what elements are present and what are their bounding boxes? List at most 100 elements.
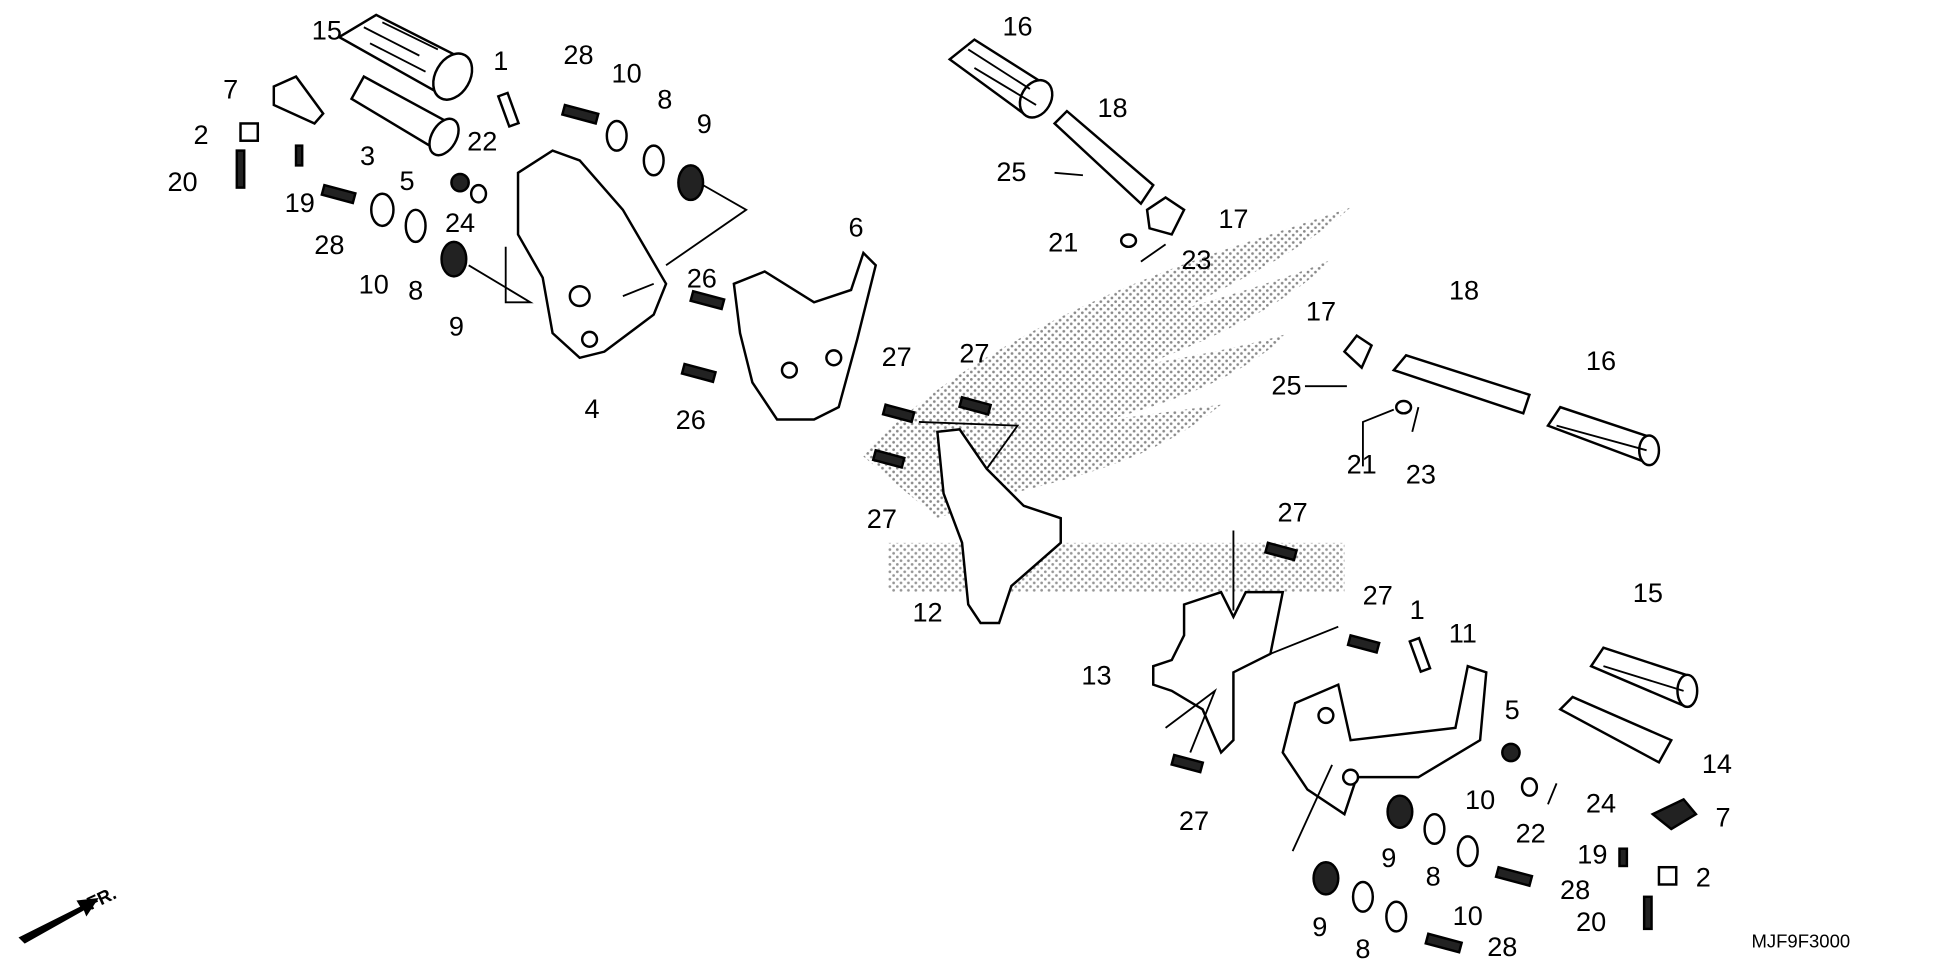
bolt-27-d (1263, 541, 1299, 562)
washer-8-left (404, 208, 427, 244)
step-holder-11 (1281, 664, 1488, 817)
footpeg-rubber-16-right (1546, 405, 1661, 467)
bolt-27-e (1346, 633, 1381, 655)
callout-7: 7 (223, 74, 238, 105)
callout-28: 28 (1487, 931, 1517, 962)
callout-3: 3 (360, 140, 375, 171)
footpeg-rubber-15-left (336, 13, 474, 101)
callout-27: 27 (882, 341, 912, 372)
callout-18: 18 (1097, 92, 1127, 123)
bolt-28-left-top (560, 103, 600, 125)
collar-2-right (1657, 865, 1678, 886)
callout-20: 20 (1576, 906, 1606, 937)
screw-19-left (294, 144, 304, 167)
callout-6: 6 (848, 212, 863, 243)
washer-8-b (1351, 880, 1375, 913)
left-footpeg-assembly (235, 13, 878, 421)
callout-27: 27 (1363, 579, 1393, 610)
collar-10-left-top (605, 119, 628, 152)
washer-21-right (1394, 399, 1413, 415)
callout-10: 10 (359, 268, 389, 299)
callout-12: 12 (912, 597, 942, 628)
callout-9: 9 (697, 108, 712, 139)
callout-23: 23 (1181, 244, 1211, 275)
callout-1: 1 (1410, 594, 1425, 625)
callout-7: 7 (1716, 801, 1731, 832)
screw-19-right (1618, 847, 1629, 868)
callout-26: 26 (676, 404, 706, 435)
callout-9: 9 (1381, 842, 1396, 873)
spring-5-right (1501, 742, 1521, 763)
washer-8-left-top (642, 144, 665, 177)
callout-23: 23 (1406, 458, 1436, 489)
callout-24: 24 (1586, 788, 1616, 819)
bolt-20-right (1642, 895, 1653, 931)
callout-25: 25 (1271, 370, 1301, 401)
callout-8: 8 (1426, 860, 1441, 891)
bolt-27-f (1170, 753, 1205, 774)
bolt-28-b (1424, 932, 1464, 954)
right-footpeg-assembly (1152, 530, 1699, 954)
callout-25: 25 (996, 156, 1026, 187)
callout-13: 13 (1081, 659, 1111, 690)
callout-21: 21 (1048, 227, 1078, 258)
callout-19: 19 (1577, 838, 1607, 869)
callout-22: 22 (1516, 817, 1546, 848)
callout-18: 18 (1449, 275, 1479, 306)
callout-17: 17 (1306, 296, 1336, 327)
callout-24: 24 (445, 207, 475, 238)
callout-2: 2 (1696, 862, 1711, 893)
callout-14: 14 (1702, 748, 1732, 779)
pad-17-right (1342, 333, 1374, 370)
callout-5: 5 (1505, 694, 1520, 725)
bracket-13 (1152, 590, 1285, 755)
pin-1-left (496, 91, 521, 129)
callout-11: 11 (1449, 617, 1477, 648)
bolt-27-a (881, 403, 916, 424)
callout-26: 26 (687, 262, 717, 293)
washer-21-top (1119, 233, 1138, 249)
callout-28: 28 (1560, 874, 1590, 905)
front-direction-label: FR. (83, 882, 119, 914)
washer-22-right (1520, 777, 1539, 797)
spring-5-left (450, 172, 470, 193)
collar-10-b (1385, 900, 1408, 933)
bushing-9-a (1386, 794, 1414, 829)
collar-10-a (1456, 835, 1479, 868)
callout-8: 8 (1355, 933, 1370, 964)
callout-1: 1 (493, 45, 508, 76)
bushing-9-left-top (677, 164, 705, 202)
callout-27: 27 (867, 503, 897, 534)
bolt-20-left (235, 149, 246, 189)
callout-10: 10 (611, 58, 641, 89)
bolt-27-c (871, 448, 906, 470)
callout-19: 19 (285, 187, 315, 218)
callout-15: 15 (312, 14, 342, 45)
bolt-28-a (1494, 865, 1534, 888)
callout-2: 2 (194, 119, 209, 150)
step-holder-4 (516, 149, 668, 360)
bolt-28-left (320, 183, 357, 205)
callout-17: 17 (1218, 203, 1248, 234)
callout-8: 8 (657, 83, 672, 114)
callout-27: 27 (1278, 497, 1308, 528)
callout-20: 20 (167, 166, 197, 197)
catalog-code: MJF9F3000 (1751, 930, 1850, 951)
callout-28: 28 (314, 229, 344, 260)
bolt-26-bottom (680, 362, 718, 384)
pin-1-right (1408, 636, 1432, 674)
bracket-7-left (272, 75, 325, 125)
rear-footpeg-left (871, 38, 1186, 625)
callout-15: 15 (1633, 577, 1663, 608)
callout-22: 22 (467, 125, 497, 156)
callout-8: 8 (408, 275, 423, 306)
callout-28: 28 (563, 39, 593, 70)
footpeg-rubber-16-top (947, 38, 1054, 119)
bracket-7-right (1650, 797, 1698, 831)
washer-22-left (469, 183, 488, 204)
footpeg-18-right (1391, 353, 1532, 415)
callout-10: 10 (1453, 900, 1483, 931)
bracket-6 (732, 250, 878, 421)
